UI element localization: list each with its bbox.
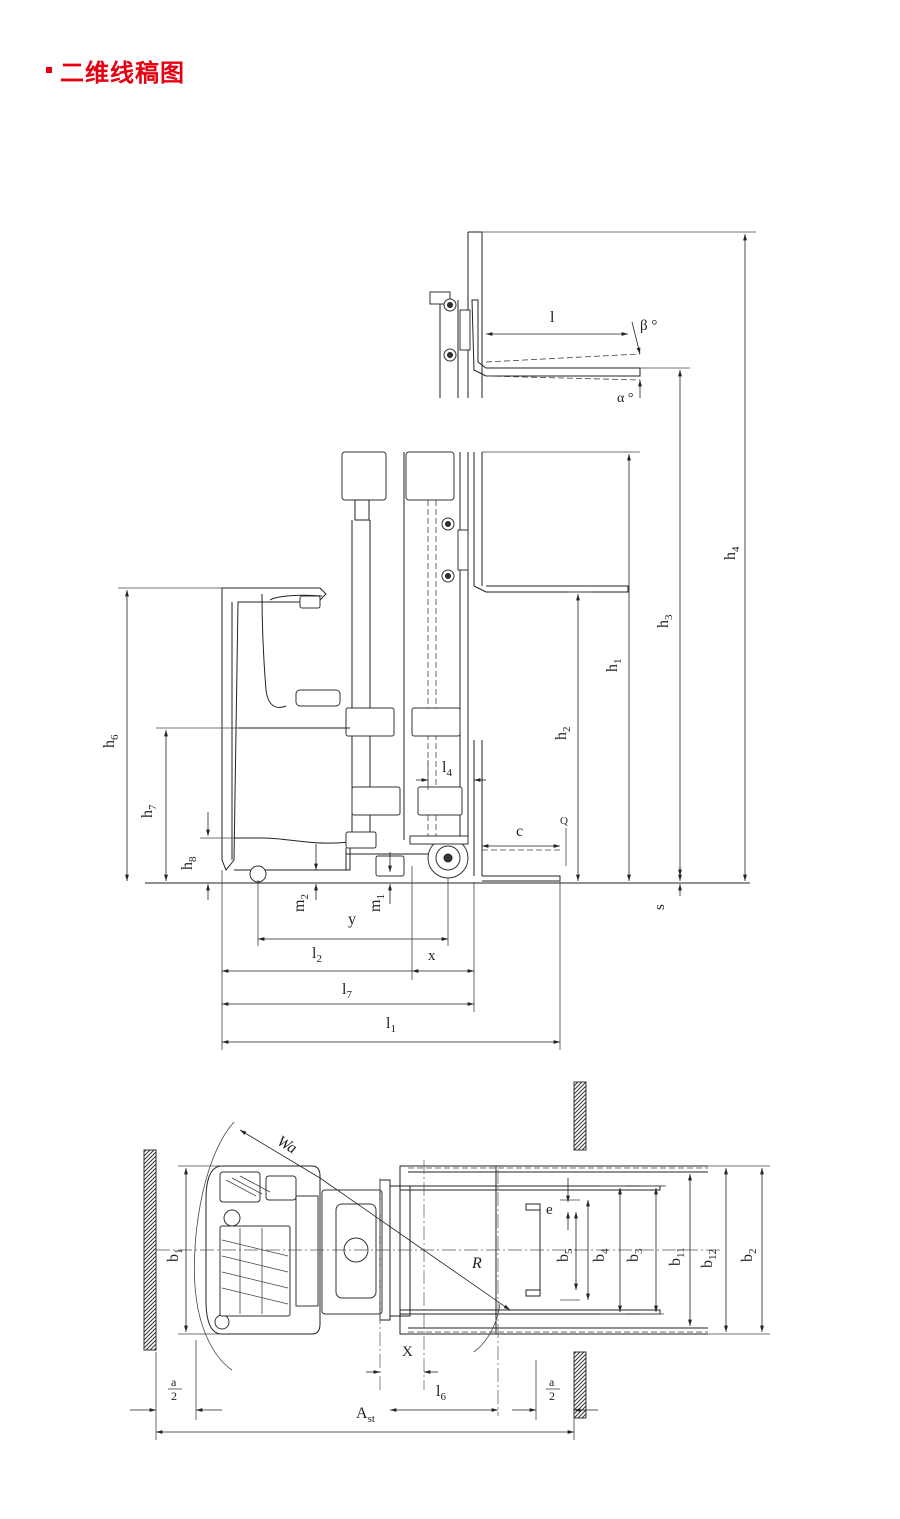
raised-fork <box>429 231 690 398</box>
dim-l7: l7 <box>342 981 352 1001</box>
dim-b5: b5 <box>555 1248 575 1262</box>
wall-left <box>143 1149 157 1351</box>
dim-s: s <box>652 904 668 910</box>
dim-wa: Wa <box>274 1133 300 1158</box>
dim-m1: m1 <box>367 894 387 912</box>
dim-b12: b12 <box>699 1249 719 1268</box>
dim-a-half-left-num: a <box>171 1375 177 1389</box>
wall-right-bottom <box>573 1351 587 1419</box>
section-title: 二维线稿图 <box>46 52 185 88</box>
dim-b3: b3 <box>625 1248 645 1262</box>
dim-beta: β ° <box>640 318 657 334</box>
dim-q: Q <box>560 815 568 827</box>
top-view: Wa R b1 e b5 b4 b3 b11 b12 b2 <box>130 1081 770 1440</box>
dim-m2: m2 <box>291 894 311 912</box>
dim-r: R <box>471 1255 482 1272</box>
dim-l2: l2 <box>312 945 322 965</box>
dim-b1: b1 <box>165 1249 185 1263</box>
dim-c: c <box>516 823 523 840</box>
dim-alpha: α ° <box>617 391 633 406</box>
dim-y: y <box>348 911 356 928</box>
dim-a-half-left-den: 2 <box>171 1389 177 1403</box>
dim-l4: l4 <box>442 759 452 779</box>
dim-h3: h3 <box>655 614 675 628</box>
dim-h7: h7 <box>139 804 159 818</box>
dim-a-half-right-num: a <box>549 1375 555 1389</box>
dim-a-half-right-den: 2 <box>549 1389 555 1403</box>
dim-x: x <box>428 948 436 964</box>
dim-h2: h2 <box>553 727 573 741</box>
dim-l1: l1 <box>386 1015 396 1035</box>
wall-right-top <box>573 1081 587 1151</box>
dim-b4: b4 <box>591 1248 611 1262</box>
dim-e: e <box>546 1202 553 1218</box>
dim-h4: h4 <box>722 546 742 560</box>
dim-ast: Ast <box>356 1405 375 1425</box>
dim-h8: h8 <box>179 856 199 870</box>
dim-b11: b11 <box>667 1247 687 1266</box>
title-bullet <box>46 67 52 73</box>
mast-assembly <box>341 451 640 882</box>
dim-h1: h1 <box>604 659 624 673</box>
dim-l6: l6 <box>436 1383 446 1403</box>
title-text: 二维线稿图 <box>60 58 185 87</box>
dim-l: l <box>550 309 555 326</box>
dim-x-cap: X <box>402 1344 413 1360</box>
dim-h6: h6 <box>101 734 121 748</box>
dim-b2: b2 <box>739 1249 759 1263</box>
side-view: l β ° α ° h4 h3 h1 h2 s l4 c Q h6 <box>101 231 756 1050</box>
